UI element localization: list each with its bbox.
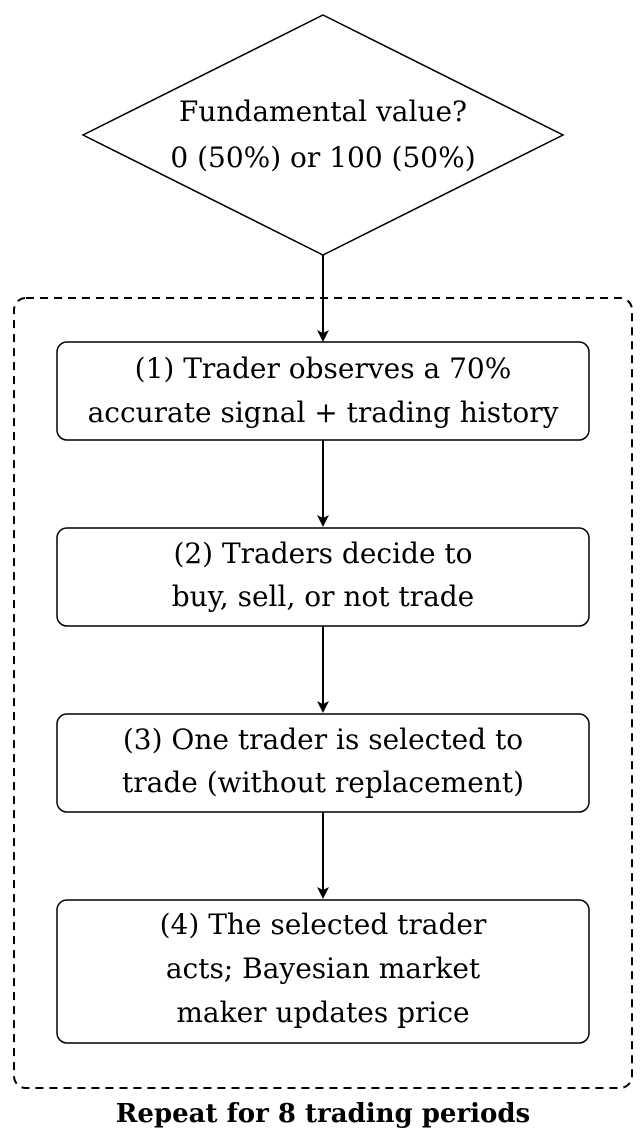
step-4-box (56, 899, 590, 1044)
step-3-label-line1: (3) One trader is selected to (123, 723, 523, 756)
decision-label-line2: 0 (50%) or 100 (50%) (170, 141, 475, 174)
step-3-node: (3) One trader is selected to trade (wit… (56, 713, 590, 813)
step-4-label-line3: maker updates price (176, 996, 469, 1029)
step-4-node: (4) The selected trader acts; Bayesian m… (56, 899, 590, 1044)
step-1-label-line2: accurate signal + trading history (88, 396, 559, 429)
step-4-label-line1: (4) The selected trader (160, 908, 487, 941)
decision-label-line1: Fundamental value? (179, 95, 467, 128)
step-4-label-line2: acts; Bayesian market (166, 952, 481, 985)
decision-diamond-shape (81, 14, 565, 256)
step-1-node: (1) Trader observes a 70% accurate signa… (56, 341, 590, 441)
loop-label: Repeat for 8 trading periods (116, 1099, 530, 1129)
step-3-label-line2: trade (without replacement) (122, 766, 524, 799)
step-1-label-line1: (1) Trader observes a 70% (135, 352, 512, 385)
step-2-label-line1: (2) Traders decide to (173, 537, 472, 570)
decision-node-fundamental-value: Fundamental value? 0 (50%) or 100 (50%) (81, 14, 565, 256)
step-2-label-line2: buy, sell, or not trade (172, 580, 475, 613)
step-2-node: (2) Traders decide to buy, sell, or not … (56, 527, 590, 627)
